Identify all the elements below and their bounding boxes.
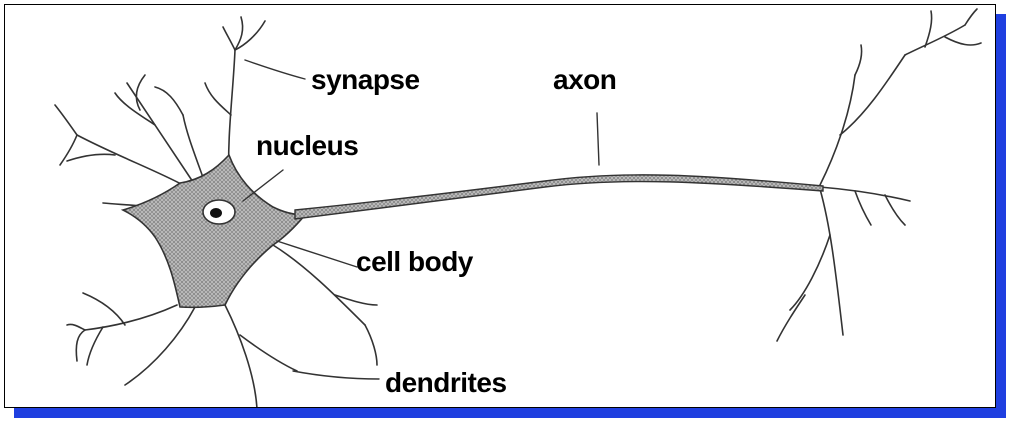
synapse-leader-line [244, 59, 306, 80]
dendrites-label: dendrites [385, 367, 507, 398]
axon-terminal [776, 8, 982, 342]
dendrite-lower-left [66, 292, 178, 366]
dendrite-bottom [124, 244, 378, 407]
synapse-label: synapse [311, 64, 420, 95]
nucleus-leader-line [242, 169, 284, 202]
nucleus-shape [202, 199, 236, 225]
diagram-frame: synapse axon nucleus cell body dendrites [4, 4, 996, 408]
cell-body-shape [120, 153, 307, 309]
nucleus-label: nucleus [256, 130, 359, 161]
axon-leader-line [596, 112, 600, 166]
cell-body-leader-line [276, 240, 358, 268]
dendrites-leader-line [292, 370, 380, 380]
axon-label: axon [553, 64, 617, 95]
cell-body-label: cell body [356, 246, 473, 277]
axon-shape [294, 174, 824, 220]
neuron-illustration [54, 8, 982, 407]
